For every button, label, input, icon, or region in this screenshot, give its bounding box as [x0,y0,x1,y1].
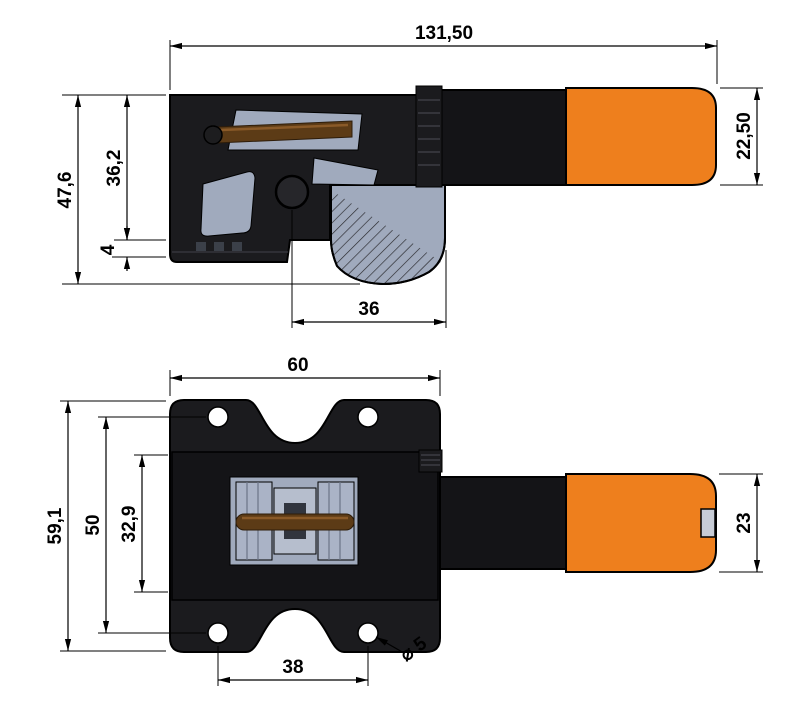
side-view: 131,50 22,50 47,6 36,2 4 [55,23,763,328]
arm-black-section-plan [439,476,569,570]
dim-label-slot-length: 32,9 [119,506,140,543]
dimension-overall-length: 131,50 [169,23,718,90]
dim-label-hole-pitch-wide: 38 [282,657,303,678]
dimension-plate-width: 60 [169,355,441,396]
strut-hub-outline [330,184,446,286]
arm-end-slot [700,508,716,538]
clamp-block-plan [418,449,443,473]
dimension-slot-length: 32,9 [119,454,168,593]
slider-pin [235,513,355,531]
dimension-arm-width: 23 [719,473,763,573]
pivot-bolt-circle [274,174,310,210]
dim-label-hole-pitch-long: 50 [83,514,104,535]
dim-label-arm-height: 22,50 [734,112,755,160]
dimension-body-height: 36,2 [104,95,166,241]
dimension-hole-pitch-long: 50 [83,416,206,634]
dimension-arm-height: 22,50 [720,87,763,186]
clamp-block-side [415,85,443,188]
mounting-hole-bottom-right [357,622,379,644]
dim-label-hub-offset: 36 [358,299,379,320]
arm-orange-tip-side [565,87,717,186]
plan-view: 60 59,1 50 32,9 23 [45,355,763,686]
strut-hub-hatch [331,190,443,284]
dim-label-plate-width: 60 [287,355,308,376]
dim-label-base-thickness: 4 [98,244,119,255]
strut-hub [330,184,446,286]
mounting-hole-top-right [357,406,379,428]
pivot-pin-head [203,125,223,145]
pivot-pin [203,120,353,145]
dim-label-overall-length: 131,50 [415,23,473,44]
housing-lightening-hole [200,171,256,237]
pivot-pin-highlight [220,123,349,132]
dimension-overall-height: 47,6 [55,94,360,285]
arm-orange-tip-plan [565,473,717,573]
dim-label-plate-length: 59,1 [45,507,66,544]
dimension-base-thickness: 4 [98,226,166,271]
dimension-plate-length: 59,1 [45,400,166,652]
dimension-hole-pitch-wide: 38 [217,646,369,686]
arm-black-section-side [427,89,569,186]
dim-label-overall-height: 47,6 [55,172,76,209]
housing-right-cutout [311,157,379,186]
dim-label-body-height: 36,2 [104,150,125,187]
mounting-hole-top-left [207,406,229,428]
dim-label-arm-width: 23 [734,512,755,533]
housing-base-ticks [172,242,288,253]
dimension-hub-offset: 36 [291,210,447,328]
slider-mechanism [229,476,359,566]
mounting-hole-bottom-left [207,622,229,644]
